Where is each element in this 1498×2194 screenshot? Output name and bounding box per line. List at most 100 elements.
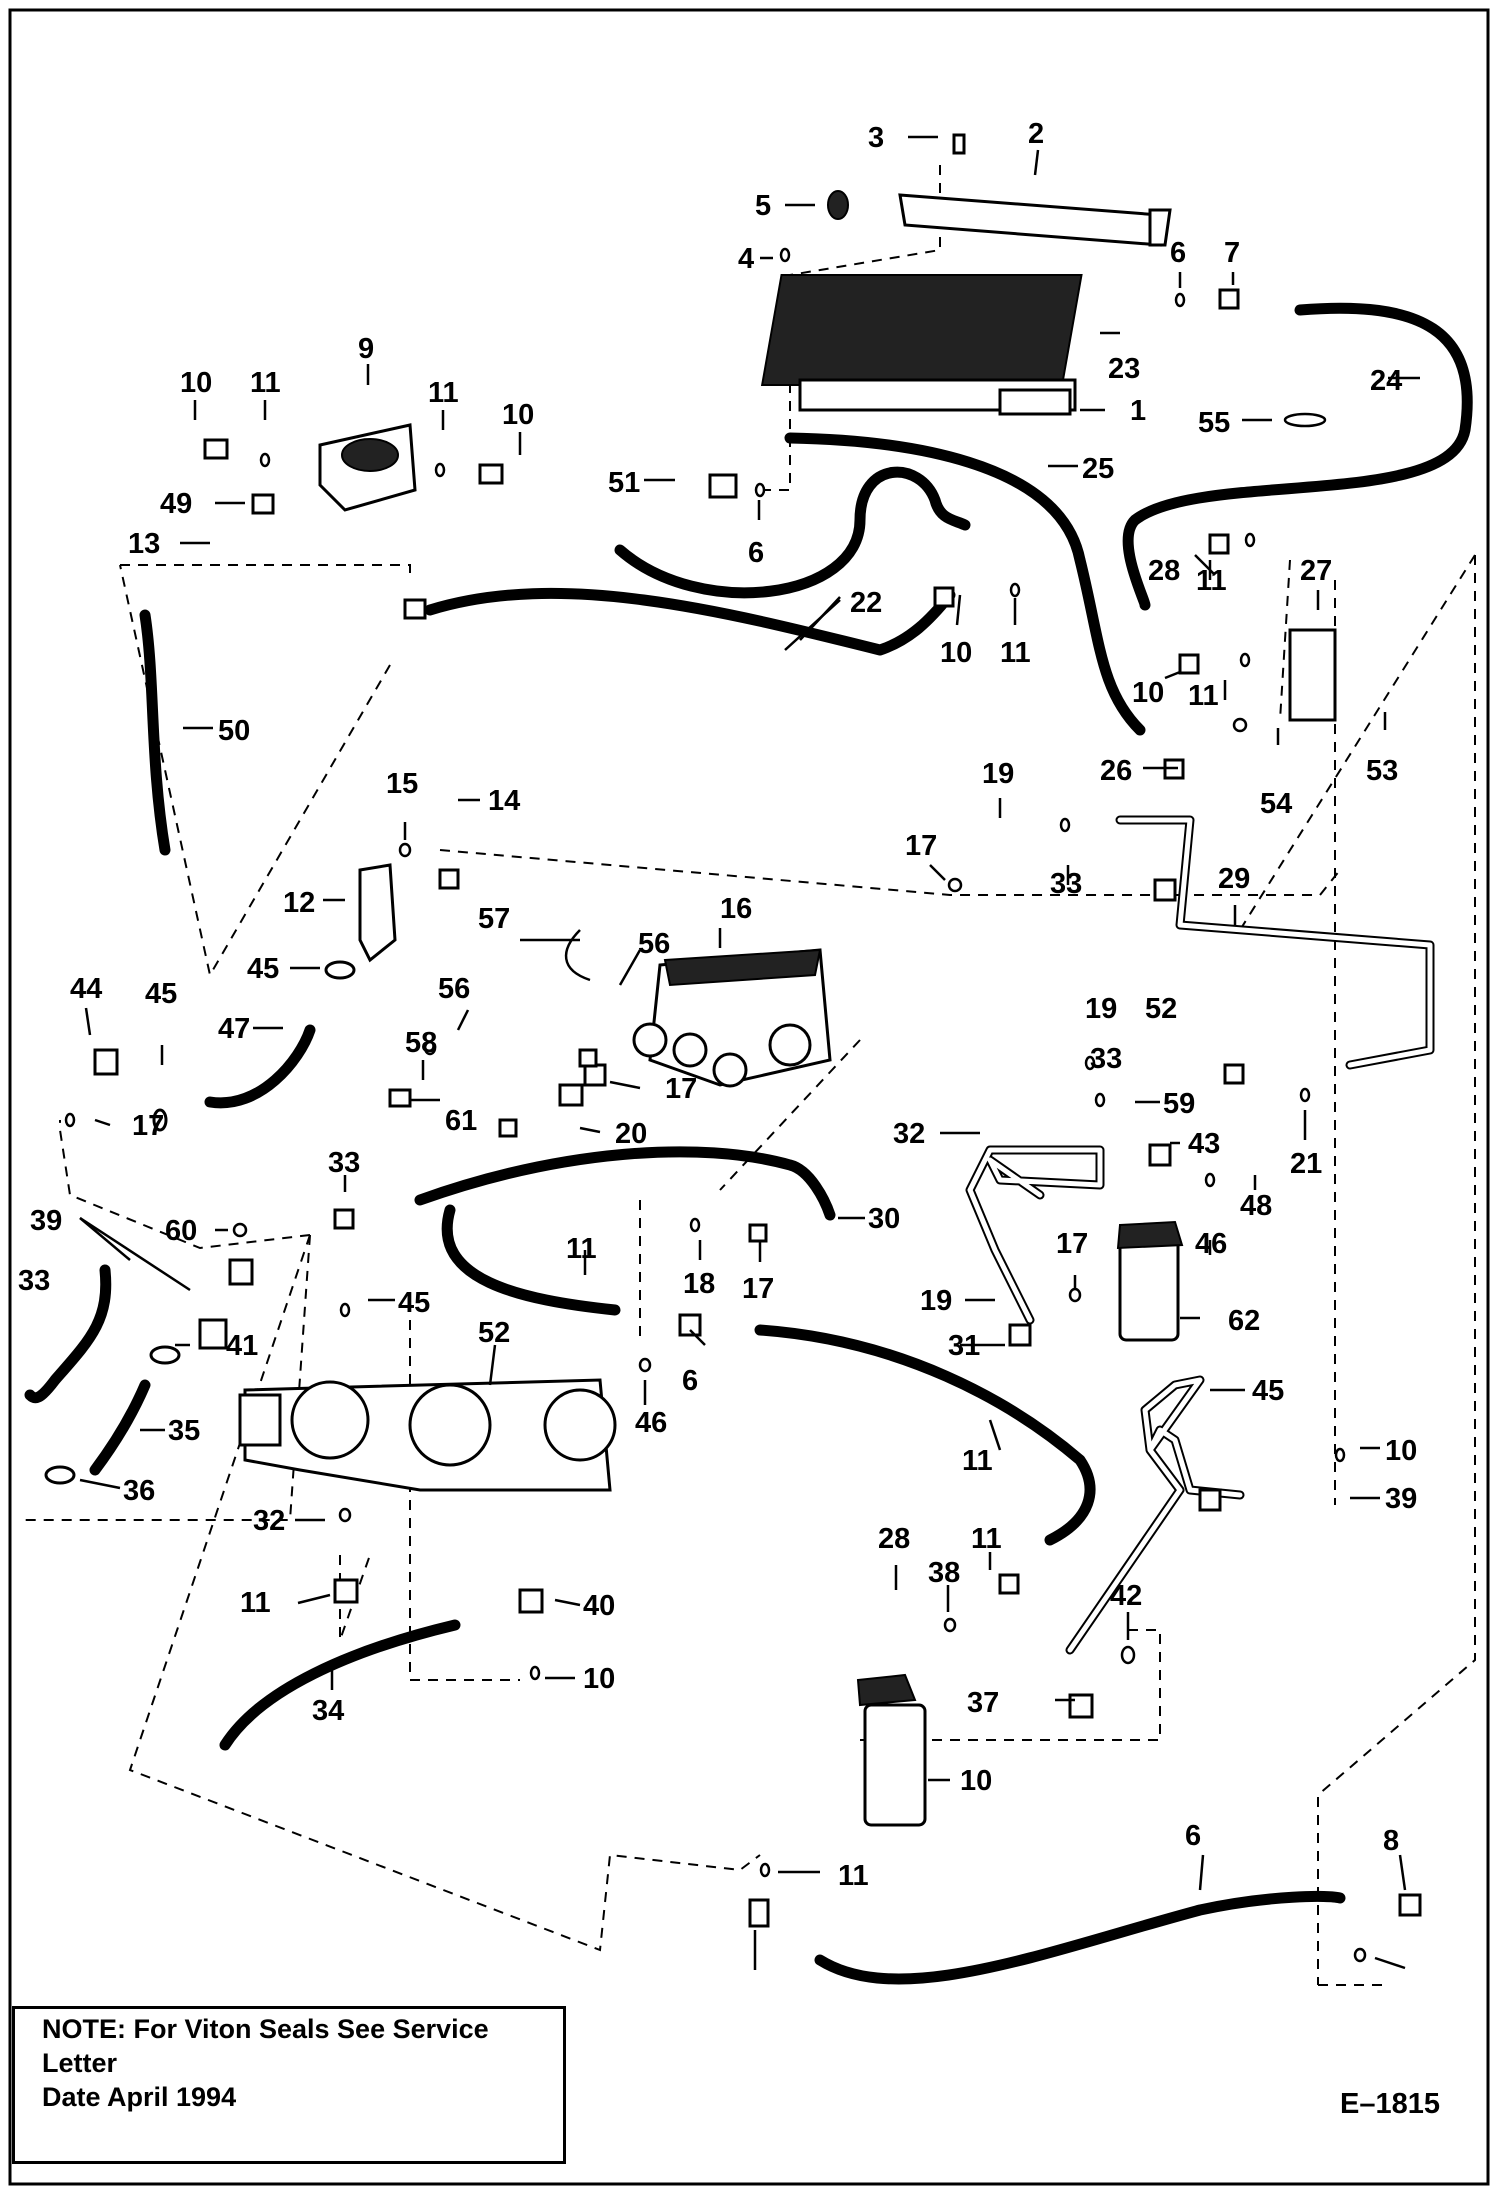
callout: 52 xyxy=(478,1317,510,1349)
hose-22-lower xyxy=(424,588,956,656)
callout: 21 xyxy=(1290,1148,1322,1180)
callout: 37 xyxy=(967,1687,999,1719)
filter-housing-9 xyxy=(318,423,417,512)
callout: 55 xyxy=(1198,407,1230,439)
callout: 11 xyxy=(1196,565,1227,597)
callout: 17 xyxy=(665,1073,697,1105)
callout: 11 xyxy=(971,1523,1002,1555)
callout: 5 xyxy=(755,190,771,222)
callout: 28 xyxy=(878,1523,910,1555)
callout: 12 xyxy=(283,887,315,919)
tee-12 xyxy=(358,863,397,963)
callout: 46 xyxy=(635,1407,667,1439)
cooler-cover xyxy=(898,193,1172,247)
callout: 17 xyxy=(742,1273,774,1305)
note-line-2: Date April 1994 xyxy=(42,2082,237,2112)
callout: 39 xyxy=(1385,1483,1417,1515)
tube-20-inner xyxy=(967,1147,1103,1323)
callout: 42 xyxy=(1110,1580,1142,1612)
tube-29-inner xyxy=(1117,817,1433,1068)
callout: 19 xyxy=(1085,993,1117,1025)
hose-22-upper xyxy=(614,466,971,599)
hose-50 xyxy=(139,609,171,856)
hose-60 xyxy=(441,1204,621,1316)
callout: 51 xyxy=(608,467,640,499)
callout: 36 xyxy=(123,1475,155,1507)
hose-47 xyxy=(204,1024,316,1109)
clamps xyxy=(44,960,356,1485)
callout: 11 xyxy=(1188,680,1219,712)
callout: 45 xyxy=(398,1287,430,1319)
hose-46-upper xyxy=(24,1264,112,1404)
hose-21 xyxy=(414,1146,836,1221)
callout: 14 xyxy=(488,785,520,817)
callout: 35 xyxy=(168,1415,200,1447)
callout: 56 xyxy=(638,928,670,960)
callout: 7 xyxy=(1224,237,1240,269)
callout: 16 xyxy=(720,893,752,925)
callout: 33 xyxy=(1090,1043,1122,1075)
callout: 17 xyxy=(132,1110,164,1142)
hose-36 xyxy=(754,1324,1096,1546)
callout: 43 xyxy=(1188,1128,1220,1160)
callout: 23 xyxy=(1108,353,1140,385)
components xyxy=(44,133,1422,1963)
callout: 11 xyxy=(428,377,459,409)
callout: 49 xyxy=(160,488,192,520)
callout: 11 xyxy=(838,1860,869,1892)
callout: 40 xyxy=(583,1590,615,1622)
bolt-3 xyxy=(952,133,966,155)
callout: 29 xyxy=(1218,863,1250,895)
callout: 11 xyxy=(240,1587,271,1619)
callout: 13 xyxy=(128,528,160,560)
callout: 62 xyxy=(1228,1305,1260,1337)
o-rings xyxy=(64,247,1367,1963)
callout: 32 xyxy=(253,1505,285,1537)
callout: 28 xyxy=(1148,555,1180,587)
callout: 1 xyxy=(1130,395,1146,427)
callout: 33 xyxy=(328,1147,360,1179)
control-valve xyxy=(632,948,832,1088)
callout: 11 xyxy=(962,1445,993,1477)
callout: 33 xyxy=(1050,868,1082,900)
callout-labels: 3 2 5 4 6 7 23 24 1 55 25 51 6 9 10 11 1… xyxy=(18,118,1417,1892)
callout: 61 xyxy=(445,1105,477,1137)
assembly-dashed-lines xyxy=(20,165,1476,1986)
tube-35-inner xyxy=(1067,1377,1243,1653)
callout: 24 xyxy=(1370,365,1402,397)
callout: 47 xyxy=(218,1013,250,1045)
callout: 6 xyxy=(1185,1820,1201,1852)
outer-frame xyxy=(8,8,1490,2186)
tandem-pump xyxy=(238,1378,617,1492)
manifold-27 xyxy=(1288,628,1337,722)
callout: 46 xyxy=(1195,1228,1227,1260)
callout: 2 xyxy=(1028,118,1044,150)
callout: 6 xyxy=(682,1365,698,1397)
callout: 41 xyxy=(226,1330,258,1362)
filter-31 xyxy=(1116,1220,1184,1342)
note-box xyxy=(12,2006,566,2164)
callout: 17 xyxy=(905,830,937,862)
callout: 38 xyxy=(928,1557,960,1589)
note-line-1: NOTE: For Viton Seals See Service Letter xyxy=(42,2014,489,2078)
callout: 17 xyxy=(1056,1228,1088,1260)
callout: 30 xyxy=(868,1203,900,1235)
hose-40 xyxy=(219,1619,461,1751)
callout: 19 xyxy=(920,1285,952,1317)
callout: 58 xyxy=(405,1027,437,1059)
callout: 25 xyxy=(1082,453,1114,485)
callout: 10 xyxy=(180,367,212,399)
callout: 10 xyxy=(940,637,972,669)
bracket-57 xyxy=(564,929,591,982)
callout: 26 xyxy=(1100,755,1132,787)
callout: 10 xyxy=(960,1765,992,1797)
callout: 52 xyxy=(1145,993,1177,1025)
hose-25 xyxy=(784,432,1146,736)
hose-46-lower xyxy=(89,1379,151,1476)
callout: 45 xyxy=(1252,1375,1284,1407)
callout: 60 xyxy=(165,1215,197,1247)
callout: 20 xyxy=(615,1118,647,1150)
callout: 10 xyxy=(1385,1435,1417,1467)
callout: 44 xyxy=(70,973,102,1005)
callout: 6 xyxy=(748,537,764,569)
